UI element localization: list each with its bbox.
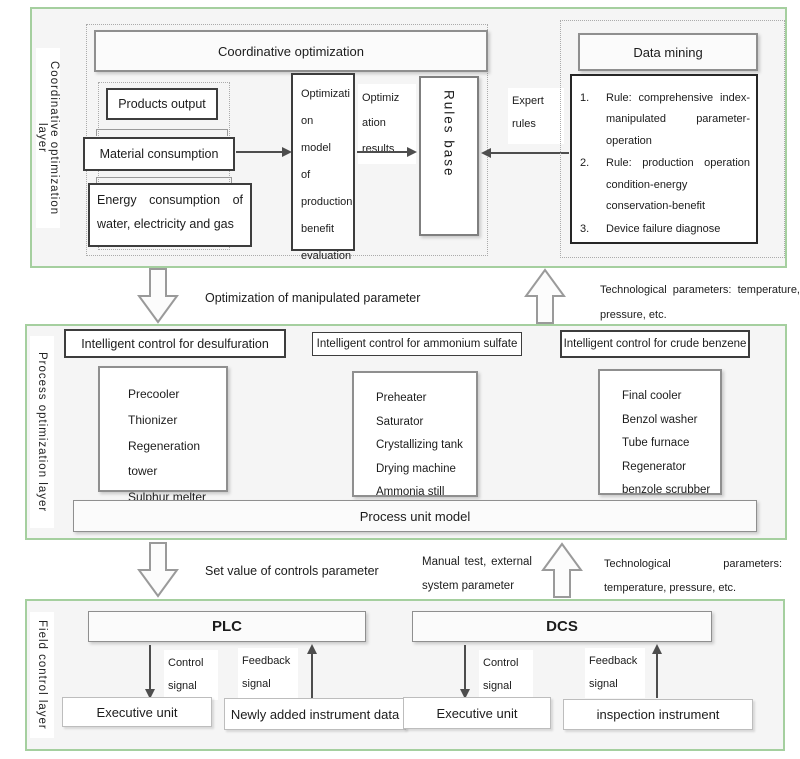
desulfuration-units-box: Precooler Thionizer Regeneration tower S… [98,366,228,504]
dcs-control-signal-label: Control signal [479,650,533,701]
stacked-box-edge [96,129,228,136]
unit-item: Regeneration tower [128,438,201,479]
crude-benzene-header: Intelligent control for crude benzene [560,330,750,358]
field-layer-label: Field control layer [30,612,54,738]
unit-item: Preheater [376,392,427,404]
ammonium-sulfate-units-box: Preheater Saturator Crystallizing tank D… [352,371,478,522]
model-line: benefit [301,222,335,235]
dcs-control-arrowhead [460,689,470,699]
model-line: Optimizati [301,88,350,100]
dcs-feedback-arrowhead [652,644,662,654]
rule-item: 3. Device failure diagnose [580,222,721,235]
model-line: of [301,168,311,181]
unit-item: Tube furnace [622,437,690,450]
rules-base-box: Rules base [419,76,479,236]
unit-item: Regenerator [622,460,686,473]
rule-item: 2. Rule: production operation condition-… [580,157,750,213]
down-block-arrow [137,542,179,598]
plc-feedback-arrowhead [307,644,317,654]
model-line: on model [301,114,331,154]
newly-added-instrument-box: Newly added instrument data [224,698,406,730]
unit-item: Drying machine [376,462,456,475]
crude-benzene-units-box: Final cooler Benzol washer Tube furnace … [598,369,722,496]
process-layer-label: Process optimization layer [30,336,54,528]
rule-item: 1. Rule: comprehensive index-manipulated… [580,92,750,147]
plc-feedback-arrow [311,653,313,698]
flow1-up-label: Technological parameters: temperature, p… [600,284,800,322]
ammonium-sulfate-header: Intelligent control for ammonium sulfate [312,332,522,356]
datamining-to-rulesbase-arrow [489,152,569,154]
flow2-down-label: Set value of controls parameter [202,563,382,579]
inspection-instrument-box: inspection instrument [563,699,753,730]
unit-item: Crystallizing tank [376,439,463,452]
plc-control-signal-label: Control signal [164,650,218,701]
products-output-box: Products output [106,88,218,120]
stacked-box-edge [96,177,232,184]
flow2-up-label: Technological parameters: temperature, p… [604,558,782,595]
model-to-rulesbase-arrowhead [407,147,417,157]
dcs-control-arrow [464,645,466,691]
unit-item: benzole scrubber [622,484,711,497]
material-to-model-arrowhead [282,147,292,157]
dcs-feedback-signal-label: Feedback signal [585,648,645,699]
process-unit-model-bar: Process unit model [73,500,757,532]
material-consumption-box: Material consumption [83,137,235,171]
plc-executive-unit-box: Executive unit [62,697,212,727]
up-block-arrow [541,542,583,598]
model-to-rulesbase-arrow [357,151,408,153]
data-mining-dotted-frame [560,20,785,258]
coordinative-optimization-header: Coordinative optimization [94,30,488,72]
dcs-executive-unit-box: Executive unit [403,697,551,729]
unit-item: Precooler [128,387,180,401]
flow1-down-label: Optimization of manipulated parameter [202,290,424,306]
unit-item: Benzol washer [622,413,698,426]
data-mining-rules-box: 1. Rule: comprehensive index-manipulated… [570,74,758,244]
down-block-arrow [137,268,179,324]
unit-item: Saturator [376,415,424,428]
optimization-results-label: Optimiz ation results [358,84,416,164]
desulfuration-header: Intelligent control for desulfuration [64,329,286,358]
energy-consumption-box: Energy consumption of water, electricity… [88,183,252,247]
plc-box: PLC [88,611,366,642]
plc-control-arrowhead [145,689,155,699]
optimization-model-box: Optimizati on model of production benefi… [291,73,355,262]
coordinative-layer-label: Coordinative optimization layer [36,48,60,228]
model-line: production [301,195,353,208]
unit-item: Final cooler [622,390,682,402]
plc-feedback-signal-label: Feedback signal [238,648,298,699]
expert-rules-label: Expert rules [508,88,564,144]
model-line: evaluation [301,249,352,262]
unit-item: Thionizer [128,412,178,427]
datamining-to-rulesbase-arrowhead [481,148,491,158]
material-to-model-arrow [236,151,283,153]
dcs-box: DCS [412,611,712,642]
manual-test-label: Manual test, external system parameter [422,556,532,593]
dcs-feedback-arrow [656,653,658,698]
up-block-arrow [524,268,566,324]
plc-control-arrow [149,645,151,691]
data-mining-header: Data mining [578,33,758,71]
